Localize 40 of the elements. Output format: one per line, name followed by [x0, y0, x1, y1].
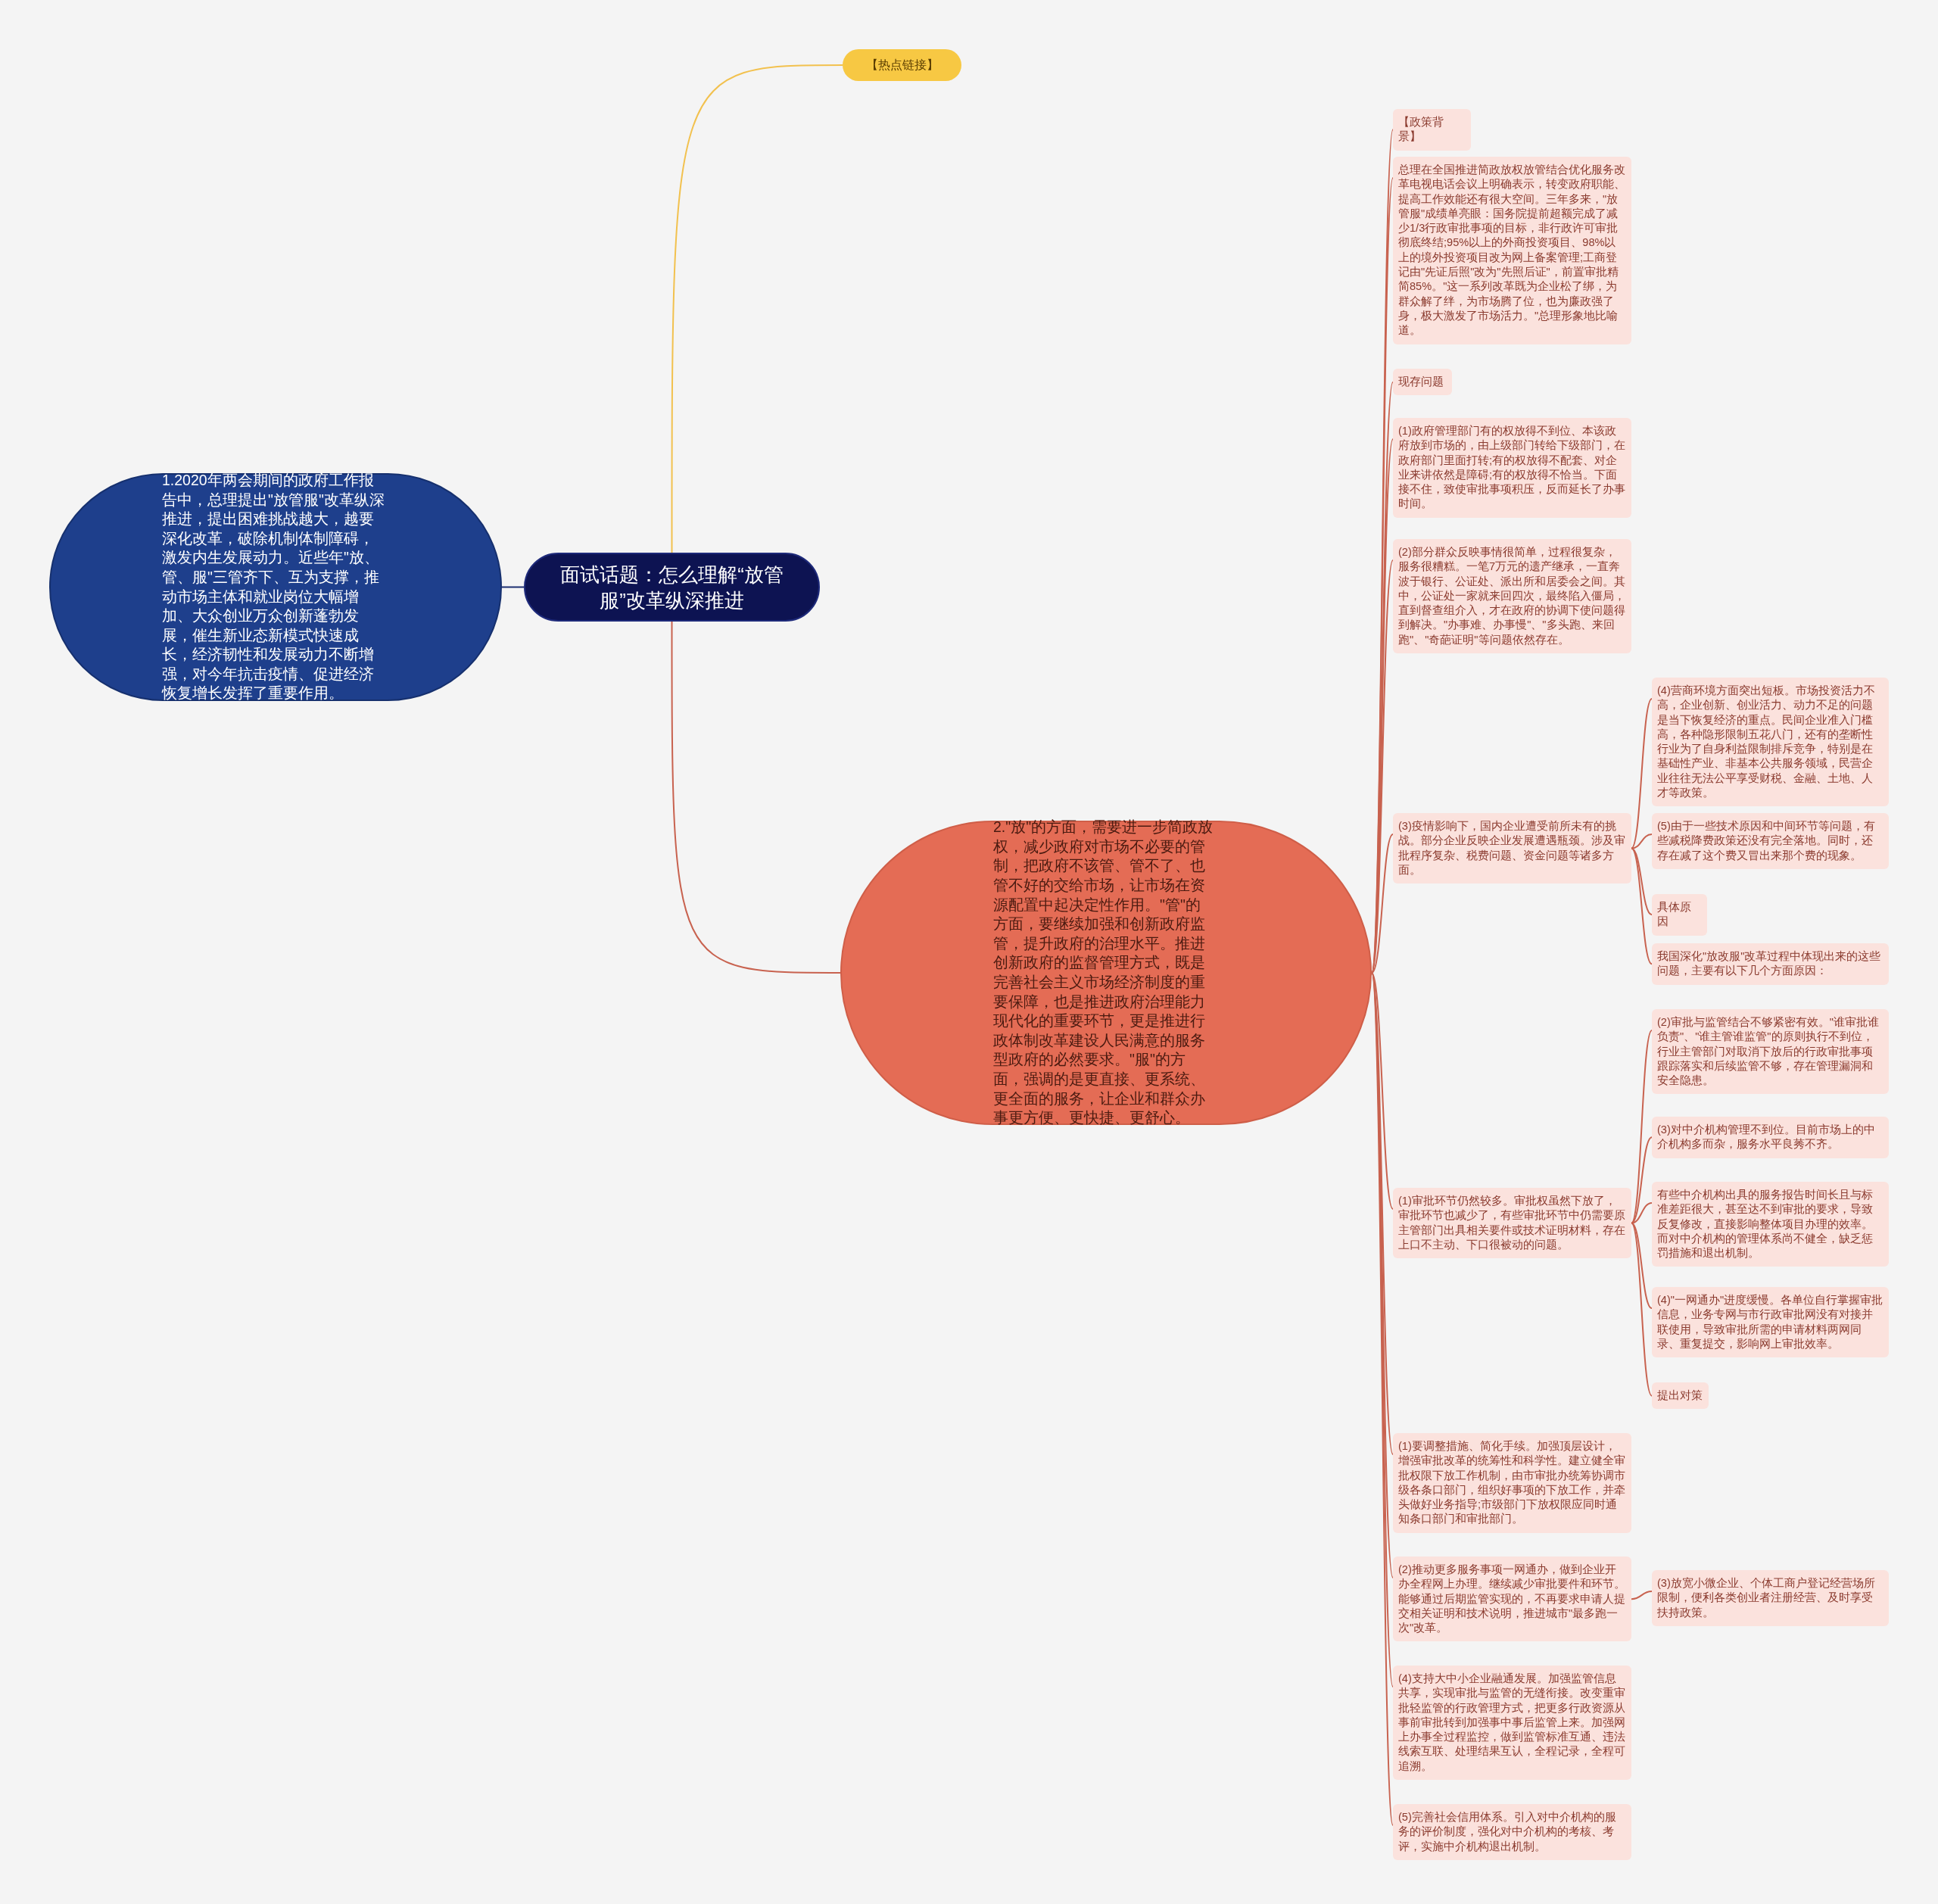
note-box: (2)部分群众反映事情很简单，过程很复杂，服务很糟糕。一笔7万元的遗产继承，一直奔波于银行、公证处、派出所和居委会之间。其中，公证处一家就来回四次，最终陷入僵局，直到督查组介入，才在政府的协调下使问题得到解决。"办事难、办事慢"、"多头跑、来回跑"、"奇葩证明"等问题依然存在。: [1393, 539, 1631, 654]
connector-line: [671, 621, 841, 974]
note-box: 总理在全国推进简政放权放管结合优化服务改革电视电话会议上明确表示，转变政府职能、提高工作效能还有很大空间。三年多来，"放管服"成绩单亮眼：国务院提前超额完成了减少1/3行政审批事项的目标，非行政许可审批彻底终结;95%以上的外商投资项目、98%以上的境外投资项目改为网上备案管理;工商登记由"先证后照"改为"先照后证"，前置审批精简85%。"这一系列改革既为企业松了绑，为群众解了绊，为市场腾了位，也为廉政强了身，极大激发了市场活力。"总理形象地比喻道。: [1393, 157, 1631, 344]
note-box: (2)推动更多服务事项一网通办，做到企业开办全程网上办理。继续减少审批要件和环节。能够通过后期监管实现的，不再要求申请人提交相关证明和技术说明，推进城市"最多跑一次"改革。: [1393, 1557, 1631, 1642]
note-box: 具体原因: [1652, 894, 1707, 936]
note-box: (4)支持大中小企业融通发展。加强监管信息共享，实现审批与监管的无缝衔接。改变重审批轻监管的行政管理方式，把更多行政资源从事前审批转到加强事中事后监管上来。加强网上办事全过程监控，做到监管标准互通、违法线索互联、处理结果互认，全程记录，全程可追溯。: [1393, 1666, 1631, 1781]
connector-line: [1631, 847, 1653, 965]
note-box: (5)完善社会信用体系。引入对中介机构的服务的评价制度，强化对中介机构的考核、考评，实施中介机构退出机制。: [1393, 1804, 1631, 1860]
connector-line: [1631, 1202, 1653, 1224]
connector-line: [1631, 1030, 1653, 1224]
note-box: (3)对中介机构管理不到位。目前市场上的中介机构多而杂，服务水平良莠不齐。: [1652, 1117, 1889, 1158]
note-box: (3)放宽小微企业、个体工商户登记经营场所限制，便利各类创业者注册经营、及时享受扶持政策。: [1652, 1570, 1889, 1626]
connector-line: [1371, 972, 1394, 1210]
note-box: (1)要调整措施、简化手续。加强顶层设计，增强审批改革的统筹性和科学性。建立健全审批权限下放工作机制，由市审批办统筹协调市级各条口部门，组织好事项的下放工作，并牵头做好业务指导;市级部门下放权限应同时通知条口部门和审批部门。: [1393, 1433, 1631, 1533]
connector-line: [1631, 1222, 1653, 1397]
note-box: 提出对策: [1652, 1382, 1709, 1410]
connector-line: [671, 64, 843, 553]
connector-line: [1631, 1136, 1653, 1224]
central-topic: 面试话题：怎么理解“放管服”改革纵深推进: [524, 553, 820, 622]
note-box: (2)审批与监管结合不够紧密有效。"谁审批谁负责"、"谁主管谁监管"的原则执行不到位，行业主管部门对取消下放后的行政审批事项跟踪落实和后续监管不够，存在管理漏洞和安全隐患。: [1652, 1009, 1889, 1095]
note-box: (1)审批环节仍然较多。审批权虽然下放了，审批环节也减少了，有些审批环节中仍需要原主管部门出具相关要件或技术证明材料，存在上口不主动、下口很被动的问题。: [1393, 1188, 1631, 1259]
note-box: (1)政府管理部门有的权放得不到位、本该政府放到市场的，由上级部门转给下级部门，在政府部门里面打转;有的权放得不配套、对企业来讲依然是障碍;有的权放得不恰当。下面接不住，致使审批事项积压，反而延长了办事时间。: [1393, 418, 1631, 518]
note-box: 我国深化"放改服"改革过程中体现出来的这些问题，主要有以下几个方面原因：: [1652, 943, 1889, 985]
connector-line: [1631, 1591, 1653, 1600]
note-box: 【政策背景】: [1393, 109, 1471, 151]
note-box: (4)营商环境方面突出短板。市场投资活力不高，企业创新、创业活力、动力不足的问题是当下恢复经济的重点。民间企业准入门槛高，各种隐形限制五花八门，还有的垄断性行业为了自身利益限制排斥竞争，特别是在基础性产业、非基本公共服务领域，民营企业往往无法公平享受财税、金融、土地、人才等政策。: [1652, 678, 1889, 807]
topic-tag: 【热点链接】: [843, 49, 961, 81]
connector-line: [1631, 1222, 1653, 1309]
branch-bubble: 1.2020年两会期间的政府工作报告中，总理提出"放管服"改革纵深推进，提出困难挑战越大，越要深化改革，破除机制体制障碍，激发内生发展动力。近些年"放、管、服"三管齐下、互为支撑，推动市场主体和就业岗位大幅增加、大众创业万众创新蓬勃发展，催生新业态新模式快速成长，经济韧性和发展动力不断增强，对今年抗击疫情、促进经济恢复增长发挥了重要作用。: [49, 473, 502, 701]
branch-bubble: 2."放"的方面，需要进一步简政放权，减少政府对市场不必要的管制，把政府不该管、管不了、也管不好的交给市场，让市场在资源配置中起决定性作用。"管"的方面，要继续加强和创新政府监管，提升政府的治理水平。推进创新政府的监督管理方式，既是完善社会主义市场经济制度的重要保障，也是推进政府治理能力现代化的重要环节，更是推进行政体制改革建设人民满意的服务型政府的必然要求。"服"的方面，强调的是更直接、更系统、更全面的服务，让企业和群众办事更方便、更快捷、更舒心。: [840, 821, 1372, 1125]
note-box: 有些中介机构出具的服务报告时间长且与标准差距很大，甚至达不到审批的要求，导致反复修改，直接影响整体项目办理的效率。而对中介机构的管理体系尚不健全，缺乏惩罚措施和退出机制。: [1652, 1182, 1889, 1267]
connector-line: [501, 586, 525, 588]
connector-line: [1371, 834, 1394, 974]
connector-line: [1631, 847, 1653, 916]
note-box: (3)疫情影响下，国内企业遭受前所未有的挑战。部分企业反映企业发展遭遇瓶颈。涉及审批程序复杂、税费问题、资金问题等诸多方面。: [1393, 813, 1631, 884]
note-box: (5)由于一些技术原因和中间环节等问题，有些减税降费政策还没有完全落地。同时，还存在减了这个费又冒出来那个费的现象。: [1652, 813, 1889, 869]
note-box: 现存问题: [1393, 369, 1452, 396]
note-box: (4)"一网通办"进度缓慢。各单位自行掌握审批信息，业务专网与市行政审批网没有对接并联使用，导致审批所需的申请材料两网同录、重复提交，影响网上审批效率。: [1652, 1287, 1889, 1358]
connector-line: [1631, 698, 1653, 849]
connector-line: [1631, 834, 1653, 849]
